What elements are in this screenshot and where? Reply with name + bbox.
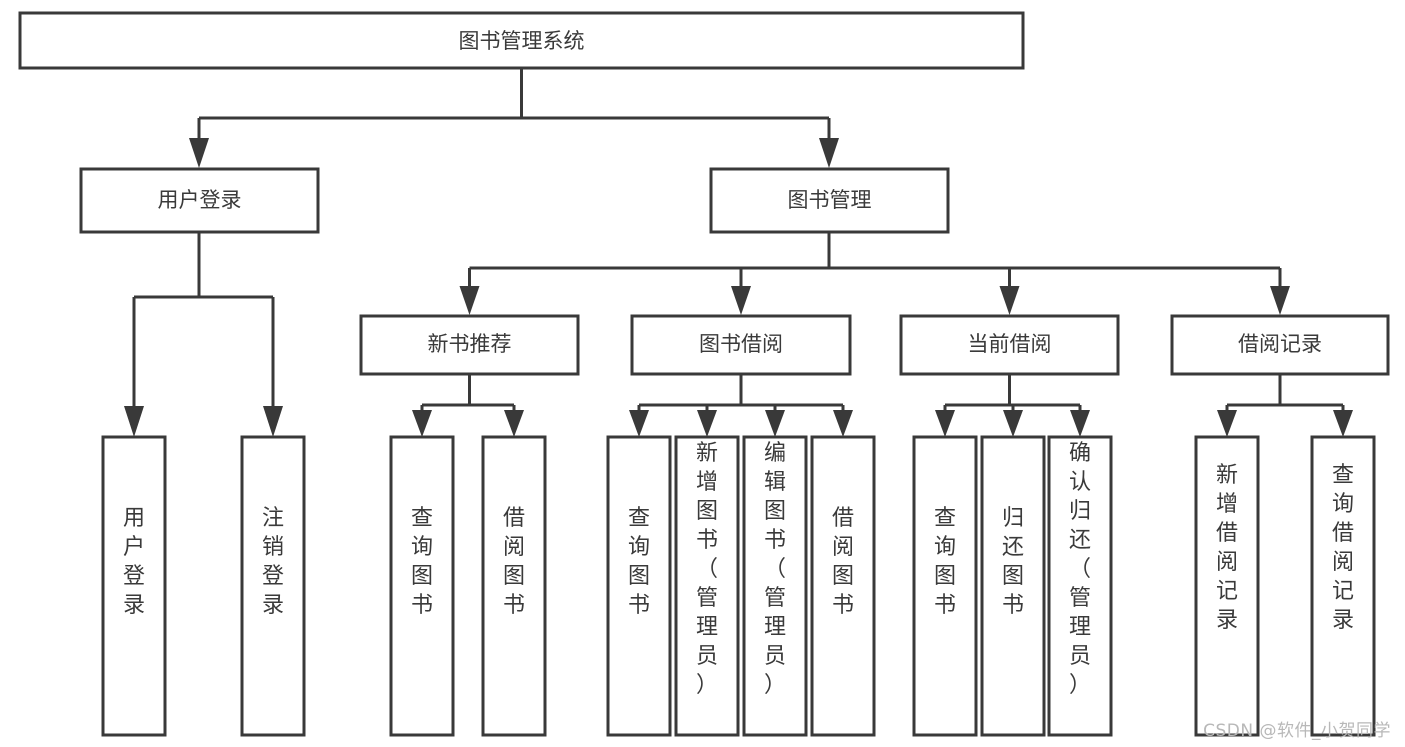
arrow-head-leaf-newbook-1: [412, 410, 432, 437]
leaf-node[interactable]: 借阅图书: [481, 435, 547, 737]
leaf-logout-box[interactable]: [240, 435, 306, 737]
node-current-borrow-box[interactable]: [899, 314, 1120, 376]
leaf-currentborrow-confirm-box[interactable]: [1047, 435, 1113, 737]
arrow-head-user-login: [189, 138, 209, 168]
connector-group-book-borrow: [629, 374, 853, 437]
node-book-borrow-label: 图书借阅: [699, 332, 783, 356]
arrow-head-leaf-bookborrow-2: [697, 410, 717, 437]
arrow-head-leaf-currentborrow-2: [1003, 410, 1023, 437]
leaf-bookborrow-query-box[interactable]: [606, 435, 672, 737]
leaf-newbook-borrow-label: 借阅图书: [503, 506, 525, 618]
node-user-login[interactable]: 用户登录: [79, 167, 320, 234]
arrow-head-new-book: [459, 286, 480, 315]
leaf-node[interactable]: 用户登录: [101, 435, 167, 737]
leaf-bookborrow-borrow-box[interactable]: [810, 435, 876, 737]
leaf-bookborrow-borrow-label: 借阅图书: [832, 506, 854, 618]
node-borrow-record[interactable]: 借阅记录: [1170, 314, 1390, 376]
node-root-box[interactable]: [18, 11, 1025, 70]
leaf-bookborrow-add-box[interactable]: [674, 435, 740, 737]
leaf-borrowrecord-query-box[interactable]: [1310, 435, 1376, 737]
leaf-node[interactable]: 新增借阅记录: [1194, 435, 1260, 737]
leaf-user-login-label: 用户登录: [123, 506, 145, 618]
arrow-head-leaf-borrowrecord-1: [1217, 410, 1237, 437]
connector-group-current-borrow: [935, 374, 1090, 437]
leaf-node[interactable]: 查询借阅记录: [1310, 435, 1376, 737]
csdn-watermark: CSDN @软件_小贺同学: [1203, 721, 1391, 741]
leaf-borrowrecord-add-label: 新增借阅记录: [1216, 463, 1238, 633]
arrow-head-leaf-bookborrow-4: [833, 410, 853, 437]
arrow-head-leaf-bookborrow-1: [629, 410, 649, 437]
node-book-borrow-box[interactable]: [630, 314, 852, 376]
node-new-book-recommend-label: 新书推荐: [428, 332, 512, 356]
arrow-head-leaf-user-2: [263, 406, 283, 437]
leaf-node[interactable]: 归还图书: [980, 435, 1046, 737]
node-book-manage-label: 图书管理: [788, 188, 872, 212]
leaf-user-login-box[interactable]: [101, 435, 167, 737]
arrow-head-leaf-user-1: [124, 406, 144, 437]
leaf-bookborrow-add-label: 新增图书（管理员）: [696, 441, 718, 698]
node-book-borrow[interactable]: 图书借阅: [630, 314, 852, 376]
node-current-borrow[interactable]: 当前借阅: [899, 314, 1120, 376]
node-root[interactable]: 图书管理系统: [18, 11, 1025, 70]
leaf-node[interactable]: 查询图书: [389, 435, 455, 737]
leaf-currentborrow-query-label: 查询图书: [934, 506, 956, 618]
connector-group-user-login: [124, 232, 283, 437]
arrow-head-leaf-currentborrow-3: [1070, 410, 1090, 437]
leaf-node[interactable]: 新增图书（管理员）: [674, 435, 740, 737]
arrow-head-book-manage: [819, 138, 839, 168]
node-root-label: 图书管理系统: [459, 29, 585, 53]
leaf-currentborrow-return-label: 归还图书: [1002, 506, 1024, 618]
leaf-bookborrow-edit-label: 编辑图书（管理员）: [764, 441, 786, 698]
leaf-logout-label: 注销登录: [262, 506, 284, 618]
arrow-head-leaf-currentborrow-1: [935, 410, 955, 437]
arrow-head-book-borrow: [731, 286, 751, 315]
arrow-head-leaf-newbook-2: [504, 410, 524, 437]
leaf-borrowrecord-query-label: 查询借阅记录: [1332, 463, 1354, 633]
node-book-manage-box[interactable]: [709, 167, 950, 234]
leaf-bookborrow-query-label: 查询图书: [628, 506, 650, 618]
node-book-manage[interactable]: 图书管理: [709, 167, 950, 234]
node-new-book-recommend-box[interactable]: [359, 314, 580, 376]
leaf-newbook-borrow-box[interactable]: [481, 435, 547, 737]
leaf-borrowrecord-add-box[interactable]: [1194, 435, 1260, 737]
leaf-node[interactable]: 编辑图书（管理员）: [742, 435, 808, 737]
leaf-newbook-query-box[interactable]: [389, 435, 455, 737]
leaf-node[interactable]: 查询图书: [606, 435, 672, 737]
connector-group-book-manage: [459, 232, 1290, 315]
node-borrow-record-label: 借阅记录: [1238, 332, 1322, 356]
leaf-bookborrow-edit-box[interactable]: [742, 435, 808, 737]
leaf-node[interactable]: 注销登录: [240, 435, 306, 737]
node-user-login-label: 用户登录: [158, 188, 242, 212]
node-new-book-recommend[interactable]: 新书推荐: [359, 314, 580, 376]
leaf-node[interactable]: 借阅图书: [810, 435, 876, 737]
leaf-node[interactable]: 查询图书: [912, 435, 978, 737]
node-current-borrow-label: 当前借阅: [968, 332, 1052, 356]
leaf-currentborrow-query-box[interactable]: [912, 435, 978, 737]
leaf-currentborrow-confirm-label: 确认归还（管理员）: [1069, 441, 1091, 698]
connector-group-new-book: [412, 374, 524, 437]
node-borrow-record-box[interactable]: [1170, 314, 1390, 376]
arrow-head-leaf-borrowrecord-2: [1333, 410, 1353, 437]
arrow-head-leaf-bookborrow-3: [765, 410, 785, 437]
leaf-node[interactable]: 确认归还（管理员）: [1047, 435, 1113, 737]
node-user-login-box[interactable]: [79, 167, 320, 234]
connector-group-root: [189, 68, 839, 168]
leaf-newbook-query-label: 查询图书: [411, 506, 433, 618]
arrow-head-current-borrow: [999, 286, 1020, 315]
connector-group-borrow-record: [1217, 374, 1353, 437]
leaf-currentborrow-return-box[interactable]: [980, 435, 1046, 737]
arrow-head-borrow-record: [1270, 286, 1290, 315]
